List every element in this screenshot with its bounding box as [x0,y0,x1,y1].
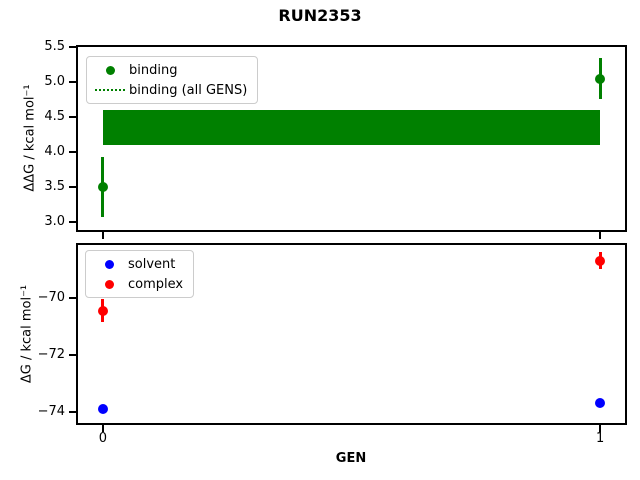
legend-circle-marker-icon [90,279,128,289]
y-tick-mark [69,410,76,413]
x-tick-mark [101,232,104,239]
upper-y-axis-label: ΔΔG / kcal mol⁻¹ [22,84,38,192]
legend-entry: binding (all GENS) [91,80,247,100]
data-point [97,182,108,193]
x-tick-label: 1 [595,431,605,446]
legend-circle-marker-icon [90,259,128,269]
confidence-band [102,110,601,146]
legend-label: binding [129,62,178,78]
x-tick-label: 0 [98,431,107,446]
y-tick-label: −72 [37,346,65,362]
y-tick-mark [69,353,76,356]
legend-label: binding (all GENS) [129,82,248,98]
data-point [97,305,108,316]
y-tick-label: 4.0 [44,144,65,160]
y-tick-label: 5.5 [44,39,65,54]
chart-title: RUN2353 [278,6,362,25]
legend-dotted-line-icon [91,89,129,91]
y-tick-label: 3.0 [44,214,65,230]
y-tick-mark [69,221,76,224]
y-tick-mark [69,151,76,154]
y-tick-mark [69,186,76,189]
legend: binding binding (all GENS) [86,56,259,104]
y-tick-label: 5.0 [44,74,65,90]
legend-entry: binding [91,60,247,80]
legend-label: complex [128,276,184,292]
x-tick-mark [599,232,602,239]
y-tick-mark [69,46,76,48]
data-point [595,255,606,266]
y-tick-mark [69,81,76,84]
x-axis-label: GEN [335,451,367,466]
y-tick-label: 3.5 [44,179,65,195]
legend-entry: solvent [90,254,183,274]
legend-entry: complex [90,274,183,294]
legend-circle-marker-icon [91,65,129,75]
y-tick-mark [69,296,76,299]
y-tick-label: 4.5 [44,109,65,125]
data-point [595,398,606,409]
x-tick-mark [599,425,602,432]
y-tick-label: −70 [37,289,65,305]
y-tick-label: −74 [37,403,65,419]
legend: solvent complex [85,250,195,298]
x-tick-mark [101,425,104,432]
data-point [97,404,108,415]
data-point [595,73,606,84]
y-tick-mark [69,116,76,119]
legend-label: solvent [128,256,176,272]
